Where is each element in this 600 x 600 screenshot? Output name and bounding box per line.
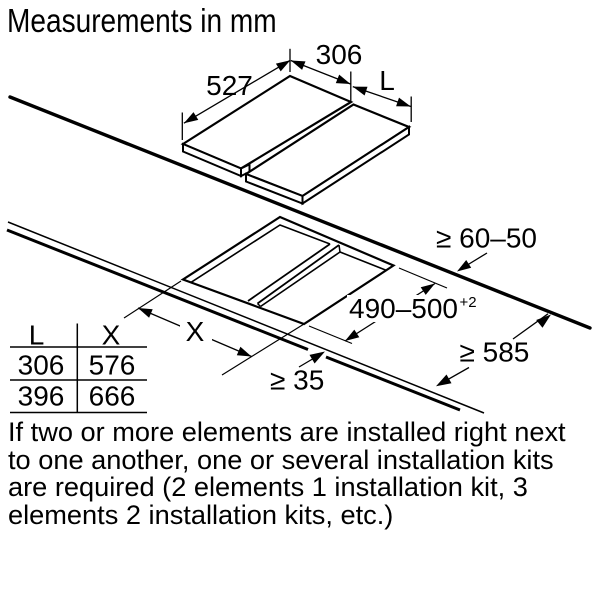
svg-text:X: X (102, 320, 121, 351)
svg-text:306: 306 (316, 39, 363, 70)
svg-text:396: 396 (18, 381, 65, 412)
svg-text:576: 576 (89, 350, 136, 381)
svg-text:666: 666 (89, 381, 136, 412)
svg-text:≥ 35: ≥ 35 (270, 365, 324, 396)
svg-text:306: 306 (18, 350, 65, 381)
svg-text:≥ 585: ≥ 585 (460, 337, 530, 368)
svg-text:L: L (29, 320, 45, 351)
svg-text:≥ 60–50: ≥ 60–50 (436, 223, 537, 254)
svg-text:X: X (186, 316, 205, 347)
svg-text:527: 527 (206, 70, 253, 101)
svg-text:+2: +2 (460, 294, 477, 311)
svg-text:490–500: 490–500 (349, 293, 458, 324)
svg-text:L: L (379, 65, 395, 96)
